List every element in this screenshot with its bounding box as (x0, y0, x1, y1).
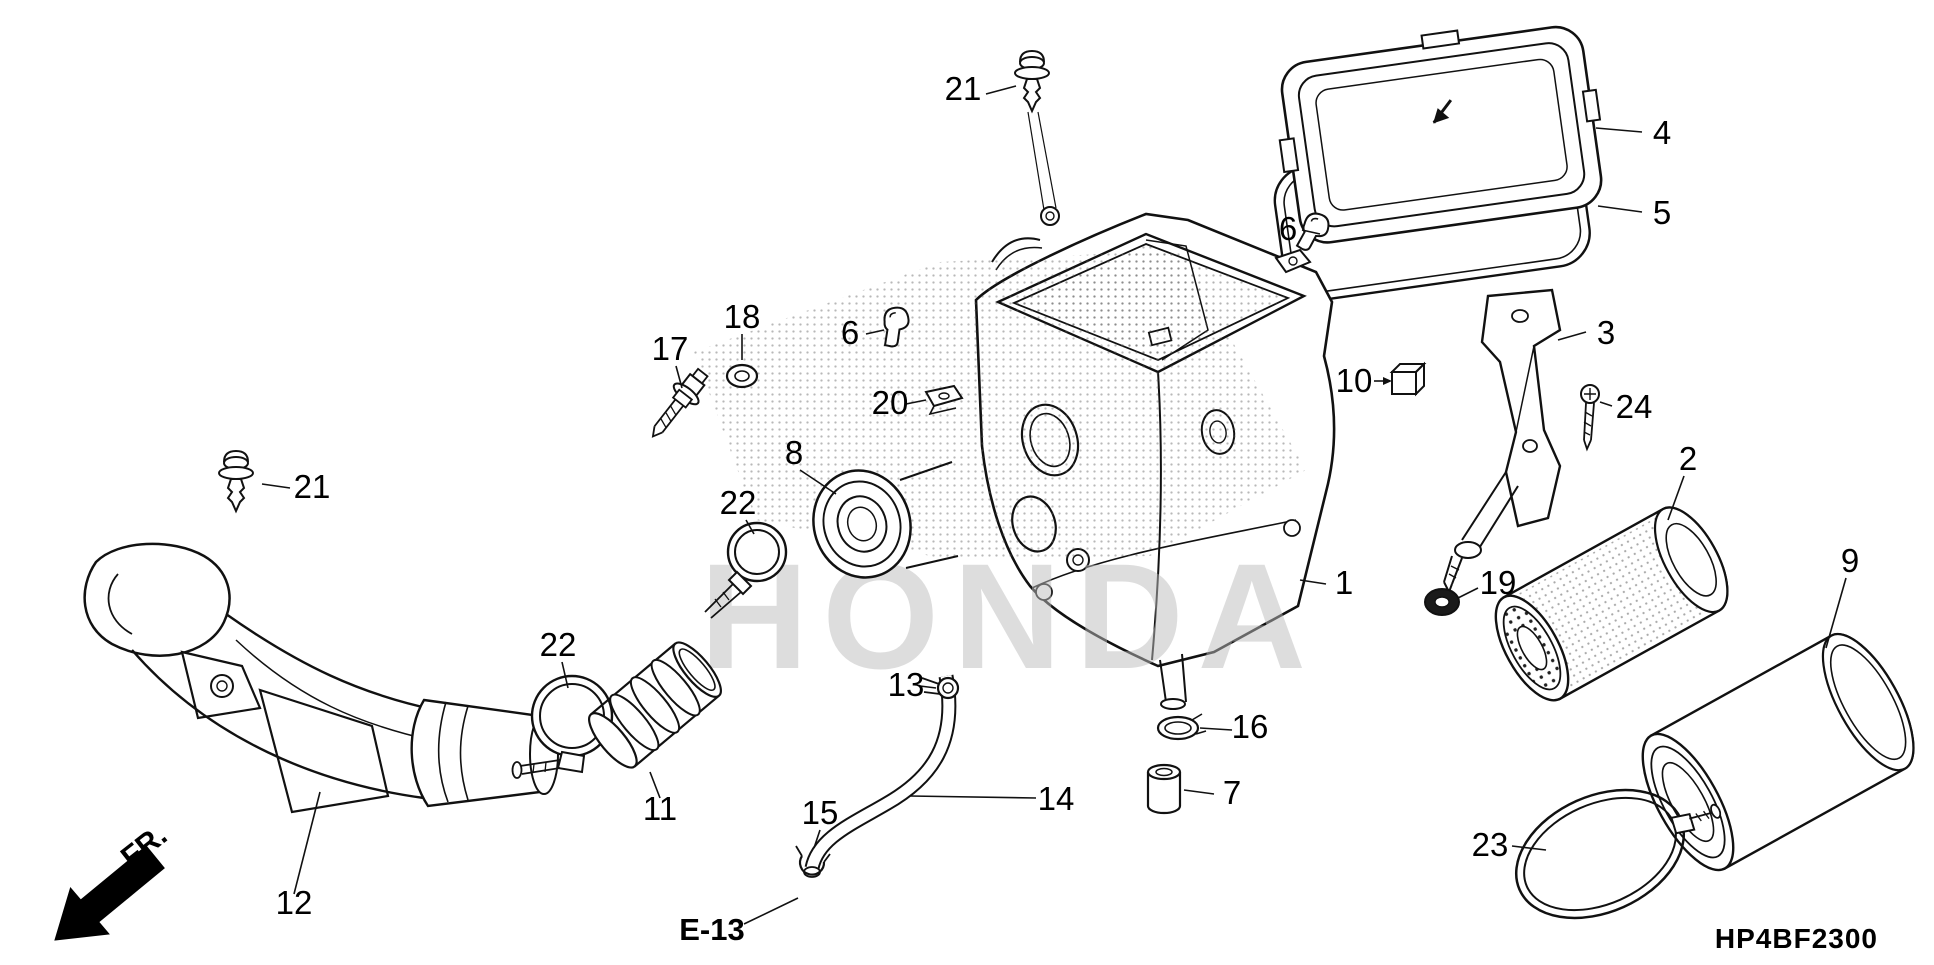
callout-14: 14 (1038, 780, 1075, 817)
callout-10: 10 (1336, 362, 1373, 399)
callout-6-lid: 6 (1279, 210, 1297, 247)
callout-8: 8 (785, 434, 803, 471)
grommet-19-drawing (1424, 588, 1460, 616)
push-clip-guide-lines (1027, 111, 1057, 211)
leader-lines (261, 85, 1847, 925)
hose-clamp-upper-drawing (704, 521, 788, 619)
tube-clip-drawing (795, 845, 831, 876)
callout-7: 7 (1223, 774, 1241, 811)
callout-1: 1 (1335, 564, 1353, 601)
section-reference-text: E-13 (679, 912, 744, 947)
drain-clamp-drawing (1156, 713, 1207, 741)
callout-19: 19 (1480, 564, 1517, 601)
callout-12: 12 (276, 884, 313, 921)
screw-drawing (1580, 384, 1600, 452)
callout-20: 20 (872, 384, 909, 421)
nut-drawing (1389, 361, 1427, 397)
push-clip-top-drawing (1014, 50, 1050, 112)
callout-17: 17 (652, 330, 689, 367)
sensor-bolt-drawing (651, 367, 709, 438)
diagram-code-text: HP4BF2300 (1715, 923, 1878, 954)
callout-24: 24 (1616, 388, 1653, 425)
hose-clamp-lower-drawing (511, 674, 614, 779)
drain-tube-drawing (803, 674, 957, 878)
watermark-text: HONDA (700, 532, 1320, 700)
lid-direction-arrow-icon (1432, 99, 1453, 124)
callout-labels: 21 4 5 6 3 10 24 18 17 6 20 8 22 2 9 21 … (276, 70, 1860, 921)
front-direction-marker: FR. (54, 819, 173, 941)
callout-22-lower: 22 (540, 626, 577, 663)
callout-5: 5 (1653, 194, 1671, 231)
collar-drawing (1146, 763, 1182, 815)
intake-duct-drawing (83, 542, 559, 814)
callout-15: 15 (802, 794, 839, 831)
callout-13: 13 (888, 666, 925, 703)
band-clamp-drawing (1514, 788, 1722, 920)
callout-2: 2 (1679, 440, 1697, 477)
callout-11: 11 (643, 790, 677, 827)
callout-6-case: 6 (841, 314, 859, 351)
callout-4: 4 (1653, 114, 1671, 151)
callout-16: 16 (1232, 708, 1269, 745)
bracket-drawing (1454, 288, 1562, 559)
callout-18: 18 (724, 298, 761, 335)
front-arrow-icon (54, 845, 165, 941)
stay-clip-drawing (924, 384, 964, 416)
callout-9: 9 (1841, 542, 1859, 579)
callout-21-top: 21 (945, 70, 982, 107)
air-cleaner-lid-drawing (1278, 25, 1603, 244)
grommet-18-drawing (725, 363, 759, 389)
callout-21-left: 21 (294, 468, 331, 505)
push-clip-left-drawing (218, 450, 254, 512)
outer-element-drawing (1641, 632, 1915, 872)
air-cleaner-element-drawing (1494, 506, 1729, 702)
connecting-tube-drawing (588, 641, 722, 769)
callout-22-upper: 22 (720, 484, 757, 521)
inlet-joint-drawing (812, 461, 959, 579)
callout-23: 23 (1472, 826, 1509, 863)
callout-3: 3 (1597, 314, 1615, 351)
nut-leader-arrowhead (1383, 377, 1392, 385)
pinch-clip-drawing (921, 676, 960, 700)
mount-bolt-drawing (1443, 555, 1463, 595)
